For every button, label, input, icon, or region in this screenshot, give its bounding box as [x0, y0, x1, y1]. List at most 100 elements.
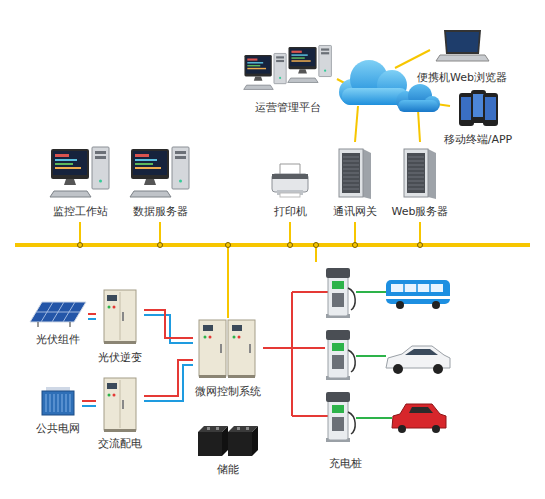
icon-part — [175, 156, 186, 159]
cabinet — [104, 378, 136, 430]
server-panel — [407, 153, 425, 193]
bus-drop — [159, 222, 161, 245]
terminal — [246, 427, 249, 430]
bus-stripe — [386, 296, 450, 299]
device-drawing — [272, 164, 308, 197]
icon-part — [247, 62, 263, 63]
monitor — [51, 149, 89, 179]
device-drawing — [104, 290, 136, 344]
server-slot — [408, 169, 424, 170]
device-node: 储能 — [197, 422, 259, 477]
device-drawing — [199, 320, 255, 378]
paper — [280, 193, 300, 197]
device-label: 公共电网 — [36, 422, 80, 436]
device-label: 数据服务器 — [133, 205, 188, 219]
pc-tower — [274, 53, 286, 83]
phone-screen — [473, 94, 484, 117]
server-front — [404, 149, 428, 197]
display — [107, 295, 117, 301]
bus-node — [418, 243, 423, 248]
plinth — [228, 375, 255, 378]
charger — [328, 398, 348, 440]
server-slot — [408, 185, 424, 186]
device-node: 光伏逆变 — [96, 288, 144, 365]
icon-part — [279, 77, 281, 79]
icon-part — [135, 167, 161, 169]
white-car — [386, 346, 450, 374]
monitor — [131, 149, 169, 179]
computer — [288, 45, 332, 82]
icon-part — [247, 65, 260, 66]
device-icon — [198, 318, 258, 380]
server-slot — [343, 189, 359, 190]
battery — [198, 432, 222, 456]
cloud-part — [398, 100, 438, 112]
icon-part — [291, 51, 301, 53]
paper — [280, 164, 300, 175]
power-wire — [263, 347, 325, 349]
monitor — [288, 47, 316, 69]
network-link — [355, 106, 358, 142]
server-slot — [343, 157, 359, 158]
icon-part — [321, 52, 329, 54]
wheel — [432, 301, 440, 309]
server-front — [339, 149, 363, 197]
device-drawing — [42, 387, 74, 415]
power-wire — [82, 405, 96, 407]
cabinet — [104, 290, 136, 342]
server-slot — [343, 181, 359, 182]
charger-slot — [332, 355, 344, 369]
icon-part — [55, 154, 69, 157]
pc-tower — [92, 147, 109, 189]
indicator — [238, 336, 241, 339]
device-label: 充电桩 — [329, 457, 362, 471]
indicator — [113, 306, 116, 309]
device-icon — [333, 145, 377, 200]
device-label: Web服务器 — [392, 205, 449, 219]
transformer-top — [46, 387, 70, 391]
monitor-stand — [254, 76, 263, 80]
keyboard — [130, 191, 171, 197]
display — [232, 325, 242, 331]
device-node: 充电桩 — [325, 266, 365, 471]
cabinet-door — [120, 380, 121, 428]
device-drawing — [404, 149, 436, 199]
laptop-base — [436, 55, 489, 61]
power-wire — [82, 400, 96, 402]
transformer-fin — [62, 394, 63, 412]
battery-side — [252, 426, 258, 456]
cabinet-door — [120, 292, 121, 340]
plinth — [104, 341, 136, 344]
cloud — [396, 84, 440, 112]
network-link — [395, 50, 430, 68]
keyboard — [244, 85, 274, 89]
device-drawing — [104, 378, 136, 432]
transformer — [42, 391, 74, 415]
bus-drop — [227, 245, 229, 318]
server-slot — [408, 177, 424, 178]
indicator — [113, 394, 116, 397]
device-icon — [102, 288, 138, 346]
server-slot — [408, 181, 424, 182]
solar-panel — [30, 302, 86, 322]
device-node: 公共电网 — [34, 385, 82, 436]
device-node: 交流配电 — [96, 376, 144, 451]
charging-cable — [356, 355, 386, 357]
device-label: 监控工作站 — [53, 205, 108, 219]
device-drawing — [339, 149, 371, 199]
phone — [483, 93, 498, 126]
server-slot — [408, 157, 424, 158]
device-drawing — [326, 268, 355, 442]
device-icon — [197, 422, 259, 458]
power-wire — [292, 291, 328, 293]
server-panel — [342, 153, 360, 193]
screen — [246, 56, 270, 73]
indicator — [204, 336, 207, 339]
power-wire — [144, 360, 193, 396]
power-connector — [82, 401, 96, 406]
monitor-stand — [298, 69, 307, 73]
bus-body — [386, 280, 450, 304]
charger-screen — [332, 405, 344, 413]
device-node: 通讯网关 — [331, 145, 379, 219]
